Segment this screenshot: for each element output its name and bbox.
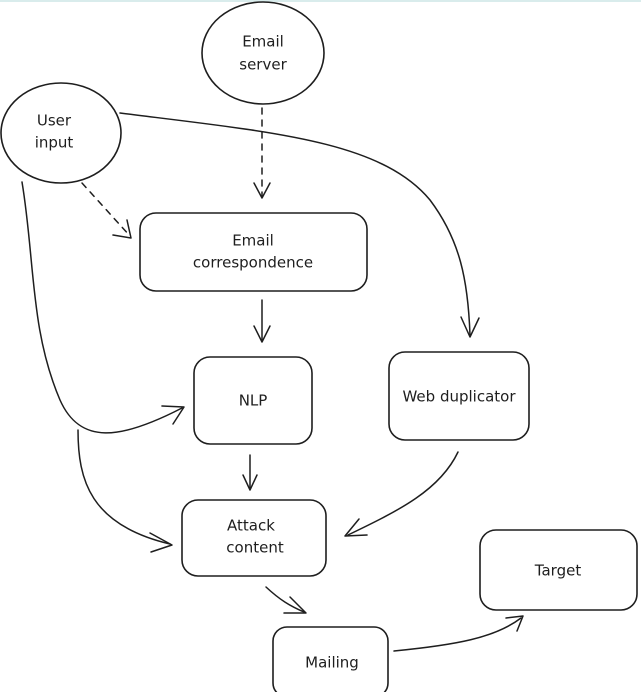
edge-user-input-to-nlp bbox=[21, 181, 185, 434]
email-correspondence-label-line2: correspondence bbox=[193, 254, 313, 272]
edge-email-server-to-email-correspondence bbox=[253, 107, 271, 199]
node-attack-content: Attack content bbox=[181, 499, 327, 577]
nlp-label: NLP bbox=[239, 392, 268, 410]
attack-content-label-line1: Attack bbox=[227, 517, 275, 535]
user-input-label-line1: User bbox=[37, 112, 72, 130]
attack-content-label-line2: content bbox=[226, 539, 284, 557]
node-nlp: NLP bbox=[193, 356, 313, 445]
node-email-server: Email server bbox=[201, 1, 325, 105]
email-server-label-line1: Email bbox=[242, 33, 284, 51]
node-mailing: Mailing bbox=[272, 626, 389, 692]
edges bbox=[21, 107, 524, 652]
node-target: Target bbox=[479, 529, 638, 611]
web-duplicator-label: Web duplicator bbox=[402, 388, 516, 406]
node-web-duplicator: Web duplicator bbox=[388, 351, 530, 441]
node-user-input: User input bbox=[0, 82, 122, 184]
edge-user-input-to-attack-content bbox=[77, 429, 173, 553]
top-border bbox=[0, 0, 641, 2]
mailing-label: Mailing bbox=[305, 654, 359, 672]
email-correspondence-label-line1: Email bbox=[232, 232, 274, 250]
edge-user-input-to-web-duplicator bbox=[119, 112, 480, 338]
email-server-label-line2: server bbox=[239, 56, 287, 74]
edge-user-input-to-email-correspondence bbox=[81, 182, 132, 239]
user-input-label-line2: input bbox=[35, 134, 74, 152]
edge-mailing-to-target bbox=[393, 615, 524, 652]
edge-web-duplicator-to-attack-content bbox=[344, 451, 459, 537]
target-label: Target bbox=[534, 562, 582, 580]
edge-email-correspondence-to-nlp bbox=[253, 299, 271, 343]
edge-attack-content-to-mailing bbox=[265, 586, 307, 614]
edge-nlp-to-attack-content bbox=[242, 454, 258, 491]
node-email-correspondence: Email correspondence bbox=[139, 212, 368, 292]
